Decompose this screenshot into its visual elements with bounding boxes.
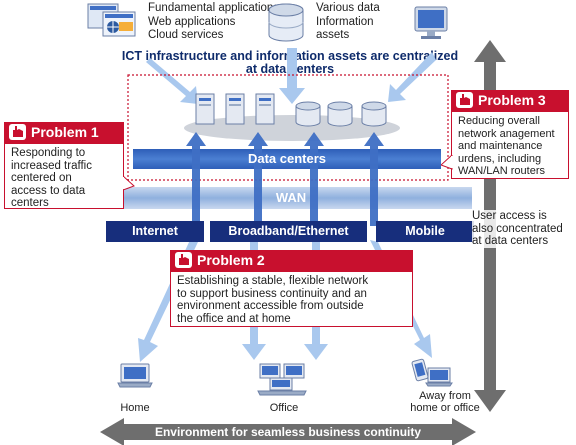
data-centers-band — [133, 149, 441, 169]
app-label-fundamental: Fundamental applications — [148, 2, 280, 14]
hand-pointer-icon — [175, 252, 192, 268]
problem-3-title: Problem 3 — [478, 92, 546, 108]
location-away: Away from home or office — [402, 390, 488, 414]
data-label-assets: assets — [316, 29, 350, 41]
problem-3-line: urdens, including — [458, 152, 542, 165]
problem-2-title-bar: Problem 2 — [170, 250, 413, 271]
database-icon — [268, 3, 304, 42]
mobile-devices-icon — [411, 358, 453, 387]
app-label-cloud: Cloud services — [148, 29, 224, 41]
problem-1-pointer — [123, 176, 135, 191]
problem-3-line: network anagement — [458, 127, 555, 140]
problem-2-line: environment accessible from outside — [177, 300, 364, 312]
laptop-icon — [117, 363, 153, 388]
data-label-information: Information — [316, 15, 374, 28]
user-access-line: User access is — [472, 210, 547, 222]
location-home: Home — [120, 402, 150, 414]
problem-2-body: Establishing a stable, flexible network … — [170, 271, 413, 327]
problem-1-line: centers — [11, 197, 49, 209]
app-label-web: Web applications — [148, 15, 236, 28]
user-access-note: User access is also concentrated at data… — [472, 210, 563, 248]
data-label-various: Various data — [316, 2, 380, 14]
problem-1-line: Responding to — [11, 147, 86, 159]
hand-pointer-icon — [9, 124, 26, 140]
data-centers-label: Data centers — [247, 151, 327, 166]
user-access-line: at data centers — [472, 235, 549, 247]
problem-1-body: Responding to increased traffic centered… — [4, 143, 124, 209]
problem-1-line: increased traffic — [11, 159, 92, 172]
applications-icon — [87, 3, 136, 37]
problem-3-line: WAN/LAN routers — [458, 165, 546, 177]
network-broadband-ethernet: Broadband/Ethernet — [210, 221, 367, 242]
user-access-line: also concentrated — [472, 222, 563, 235]
problem-2-line: to support business continuity and an — [177, 287, 367, 300]
network-internet: Internet — [106, 221, 204, 242]
hand-pointer-icon — [456, 92, 473, 108]
server-icons — [195, 93, 275, 125]
wan-label: WAN — [275, 190, 307, 205]
storage-icons — [295, 101, 387, 127]
data-center-boundary — [127, 74, 449, 181]
problem-3-line: Reducing overall — [458, 115, 540, 127]
inbound-arrows — [146, 48, 436, 104]
problem-2-line: Establishing a stable, flexible network — [177, 275, 369, 287]
problem-3-body: Reducing overall network anagement and m… — [451, 111, 569, 179]
location-away-line: home or office — [410, 402, 480, 414]
location-office: Office — [269, 402, 299, 414]
wan-band — [110, 187, 472, 209]
desktop-computer-icon — [414, 6, 448, 39]
problem-2-line: the office and at home — [177, 312, 291, 325]
problem-1-title: Problem 1 — [31, 124, 99, 140]
problem-1-title-bar: Problem 1 — [4, 122, 124, 143]
network-mobile: Mobile — [376, 221, 474, 242]
problem-3-title-bar: Problem 3 — [451, 90, 569, 111]
horizontal-double-arrow — [100, 418, 476, 445]
problem-1-line: access to data — [11, 184, 86, 197]
problem-3-pointer — [441, 155, 453, 170]
location-away-line: Away from — [419, 390, 471, 402]
problem-2-title: Problem 2 — [197, 252, 265, 268]
problem-3-line: and maintenance — [458, 140, 543, 152]
upward-access-arrows — [186, 132, 384, 226]
office-computers-icon — [257, 363, 307, 396]
problem-1-line: centered on — [11, 172, 72, 184]
bottom-banner-label: Environment for seamless business contin… — [154, 425, 422, 439]
